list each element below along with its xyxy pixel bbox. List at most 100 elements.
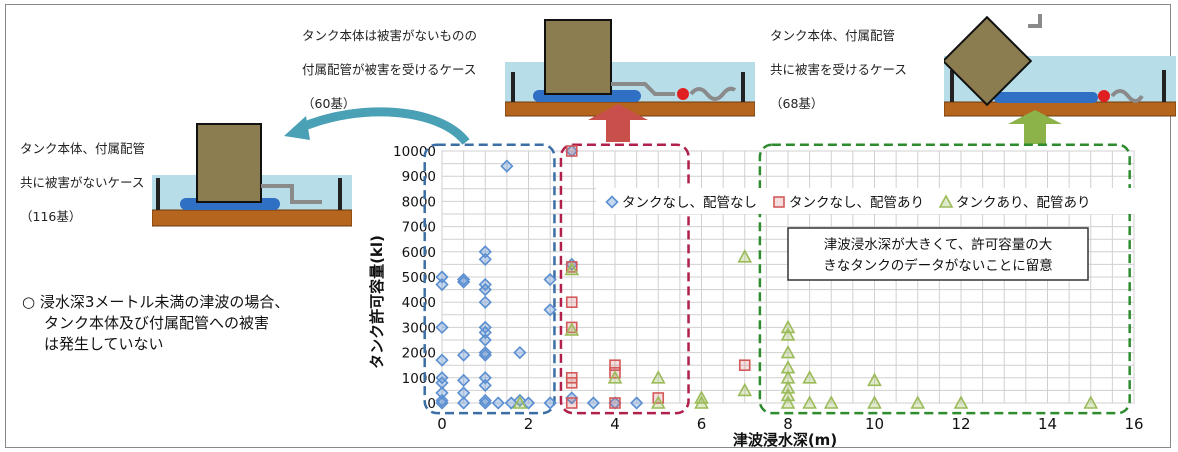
- point-diamond: [435, 270, 449, 284]
- up-arrow-green-head: [1008, 110, 1062, 124]
- y-tick-labels: 0100020003000400050006000700080009000100…: [393, 144, 436, 412]
- fence-post: [511, 72, 515, 102]
- callout-box: 津波浸水深が大きくて、許可容量の大 きなタンクのデータがないことに留意: [787, 227, 1089, 281]
- x-tick-label: 6: [697, 415, 707, 433]
- y-tick-label: 3000: [402, 320, 436, 336]
- x-tick-label: 10: [865, 415, 884, 433]
- x-tick-label: 8: [783, 415, 793, 433]
- point-diamond: [586, 396, 601, 410]
- point-diamond: [629, 396, 644, 410]
- legend-marker: [938, 194, 954, 208]
- legend-label: タンクあり、配管あり: [956, 195, 1090, 211]
- callout-line: きなタンクのデータがないことに留意: [823, 257, 1053, 274]
- point-square: [738, 359, 751, 371]
- point-diamond: [435, 396, 449, 410]
- y-tick-label: 10000: [393, 144, 436, 160]
- note-line: 浸水深3メートル未満の津波の場合、: [39, 293, 290, 311]
- point-diamond: [478, 345, 492, 360]
- point-square: [565, 377, 578, 389]
- x-tick-label: 0: [437, 415, 447, 433]
- point-diamond: [456, 396, 471, 410]
- point-triangle: [650, 370, 666, 384]
- up-arrow-green-shaft: [1024, 122, 1046, 144]
- point-diamond: [513, 345, 527, 360]
- note-line: は発生していない: [44, 335, 164, 353]
- tank-body: [196, 123, 262, 203]
- caption-line: タンク本体、付属配管: [20, 141, 146, 156]
- point-diamond: [435, 353, 449, 367]
- figure-frame: [5, 4, 1171, 448]
- legend-label: タンクなし、配管なし: [622, 195, 757, 211]
- point-triangle: [802, 395, 817, 409]
- point-diamond: [521, 396, 536, 410]
- up-arrow-red-head: [588, 104, 648, 120]
- point-triangle: [737, 382, 753, 397]
- caption-no-damage: タンク本体、付属配管 共に被害がないケース （116基）: [20, 123, 145, 242]
- point-diamond: [543, 303, 557, 317]
- caption-line: 共に被害を受けるケース: [770, 62, 907, 77]
- tank-body-tilted: [944, 15, 1033, 107]
- caption-line: タンク本体、付属配管: [770, 28, 896, 43]
- note-line: タンク本体及び付属配管への被害: [44, 314, 270, 332]
- group-box-both-damage: [758, 143, 1131, 415]
- illustration-no-damage: [152, 123, 352, 227]
- x-tick-label: 4: [610, 415, 620, 433]
- point-triangle: [802, 370, 817, 384]
- point-diamond: [478, 333, 492, 347]
- y-tick-label: 9000: [402, 169, 436, 185]
- x-axis-label: 津波浸水深(m): [733, 431, 837, 449]
- point-triangle: [564, 322, 580, 336]
- point-square: [565, 397, 578, 409]
- point-diamond: [435, 277, 449, 292]
- point-triangle: [737, 249, 753, 263]
- point-triangle: [607, 370, 623, 384]
- broken-pipe: [1110, 89, 1144, 103]
- point-triangle: [780, 344, 796, 359]
- tank-body: [544, 19, 612, 95]
- point-triangle: [650, 395, 666, 409]
- point-diamond: [478, 396, 492, 410]
- callout-line: 津波浸水深が大きくて、許可容量の大: [824, 236, 1052, 253]
- point-triangle: [694, 395, 709, 409]
- data-points: [435, 144, 1099, 410]
- point-diamond: [478, 378, 492, 392]
- x-tick-label: 12: [951, 415, 970, 433]
- y-axis-label: タンク許可容量(kl): [368, 235, 386, 369]
- curved-arrow-head: [284, 116, 310, 140]
- point-diamond: [478, 371, 492, 385]
- point-diamond: [478, 295, 492, 309]
- caption-pipe-damage: タンク本体は被害がないものの 付属配管が被害を受けるケース （60基）: [302, 10, 477, 129]
- y-tick-label: 1000: [402, 371, 436, 387]
- point-square: [565, 296, 578, 308]
- point-diamond: [456, 348, 471, 362]
- point-diamond: [478, 393, 492, 408]
- caption-line: 共に被害がないケース: [20, 175, 145, 190]
- point-diamond: [478, 245, 492, 259]
- point-triangle: [867, 372, 882, 387]
- point-diamond: [491, 396, 505, 410]
- callout-frame: [787, 227, 1089, 281]
- legend-background: [596, 188, 1144, 214]
- point-diamond: [543, 396, 557, 410]
- x-tick-label: 14: [1038, 415, 1057, 433]
- point-diamond: [435, 320, 449, 335]
- point-square: [565, 145, 578, 157]
- caption-line: （116基）: [20, 209, 82, 224]
- point-diamond: [456, 275, 471, 289]
- point-triangle: [780, 387, 796, 402]
- legend-marker: [773, 196, 785, 208]
- fence-post: [741, 72, 745, 102]
- x-tick-label: 2: [524, 415, 534, 433]
- y-tick-label: 0: [427, 396, 436, 412]
- broken-pipe: [689, 86, 737, 101]
- y-tick-label: 4000: [402, 295, 436, 311]
- point-triangle: [823, 395, 839, 409]
- point-triangle: [953, 395, 969, 409]
- point-triangle: [780, 319, 796, 334]
- y-tick-label: 6000: [402, 245, 436, 261]
- legend-marker: [605, 195, 619, 209]
- point-diamond: [478, 282, 492, 297]
- point-triangle: [910, 395, 926, 409]
- point-diamond: [478, 348, 492, 362]
